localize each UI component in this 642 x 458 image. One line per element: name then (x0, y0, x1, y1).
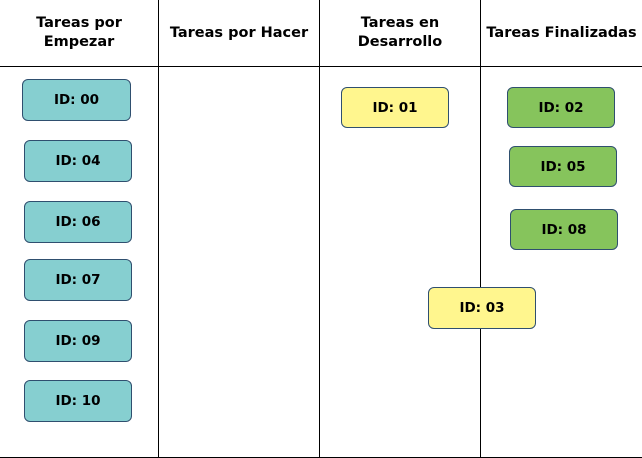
task-card-02[interactable]: ID: 02 (507, 87, 615, 128)
task-card-08[interactable]: ID: 08 (510, 209, 618, 250)
header-divider (0, 66, 642, 67)
column-divider (480, 0, 481, 458)
column-header-por-empezar: Tareas por Empezar (36, 15, 122, 50)
task-card-07[interactable]: ID: 07 (24, 259, 132, 301)
column-header-en-desarrollo: Tareas en Desarrollo (357, 15, 443, 50)
task-card-01[interactable]: ID: 01 (341, 87, 449, 128)
column-divider (319, 0, 320, 458)
task-card-00[interactable]: ID: 00 (22, 79, 131, 121)
task-card-03[interactable]: ID: 03 (428, 287, 536, 329)
task-card-09[interactable]: ID: 09 (24, 320, 132, 362)
column-divider (158, 0, 159, 458)
task-card-05[interactable]: ID: 05 (509, 146, 617, 187)
column-header-finalizadas: Tareas Finalizadas (486, 24, 637, 41)
column-header-por-hacer: Tareas por Hacer (169, 24, 309, 41)
task-card-04[interactable]: ID: 04 (24, 140, 132, 182)
task-card-06[interactable]: ID: 06 (24, 201, 132, 243)
task-card-10[interactable]: ID: 10 (24, 380, 132, 422)
